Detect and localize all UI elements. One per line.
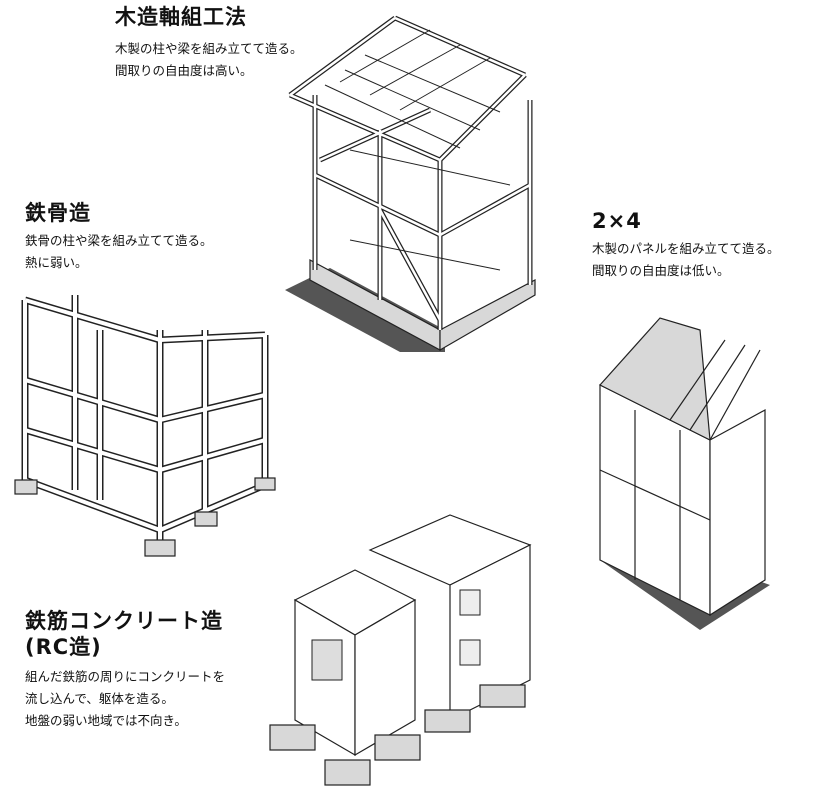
section-two-by-four: 2×4 木製のパネルを組み立てて造る。 間取りの自由度は低い。 [592, 208, 780, 282]
section-desc-line: 間取りの自由度は高い。 [115, 63, 253, 78]
section-desc-line: 熱に弱い。 [25, 255, 88, 270]
section-desc-line: 木製のパネルを組み立てて造る。 [592, 241, 780, 256]
wooden-frame-illustration [285, 15, 536, 352]
section-desc-line: 地盤の弱い地域では不向き。 [25, 713, 187, 728]
section-rc: 鉄筋コンクリート造 (RC造) 組んだ鉄筋の周りにコンクリートを 流し込んで、躯… [25, 608, 225, 732]
section-wooden-frame: 木造軸組工法 木製の柱や梁を組み立てて造る。 間取りの自由度は高い。 [115, 4, 303, 82]
two-by-four-illustration [599, 317, 770, 630]
section-desc-line: 鉄骨の柱や梁を組み立てて造る。 [25, 233, 213, 248]
section-title: 鉄骨造 [25, 201, 91, 225]
section-title: 鉄筋コンクリート造 [25, 609, 223, 633]
section-desc-line: 間取りの自由度は低い。 [592, 263, 730, 278]
section-title: 木造軸組工法 [115, 5, 247, 29]
steel-frame-illustration [14, 295, 276, 557]
section-steel-frame: 鉄骨造 鉄骨の柱や梁を組み立てて造る。 熱に弱い。 [25, 200, 213, 274]
section-title-sub: (RC造) [25, 635, 102, 659]
rc-structure-illustration [269, 514, 532, 786]
section-desc-line: 組んだ鉄筋の周りにコンクリートを [25, 669, 226, 684]
section-desc-line: 木製の柱や梁を組み立てて造る。 [115, 41, 303, 56]
section-desc-line: 流し込んで、躯体を造る。 [25, 691, 174, 706]
section-title: 2×4 [592, 209, 642, 233]
